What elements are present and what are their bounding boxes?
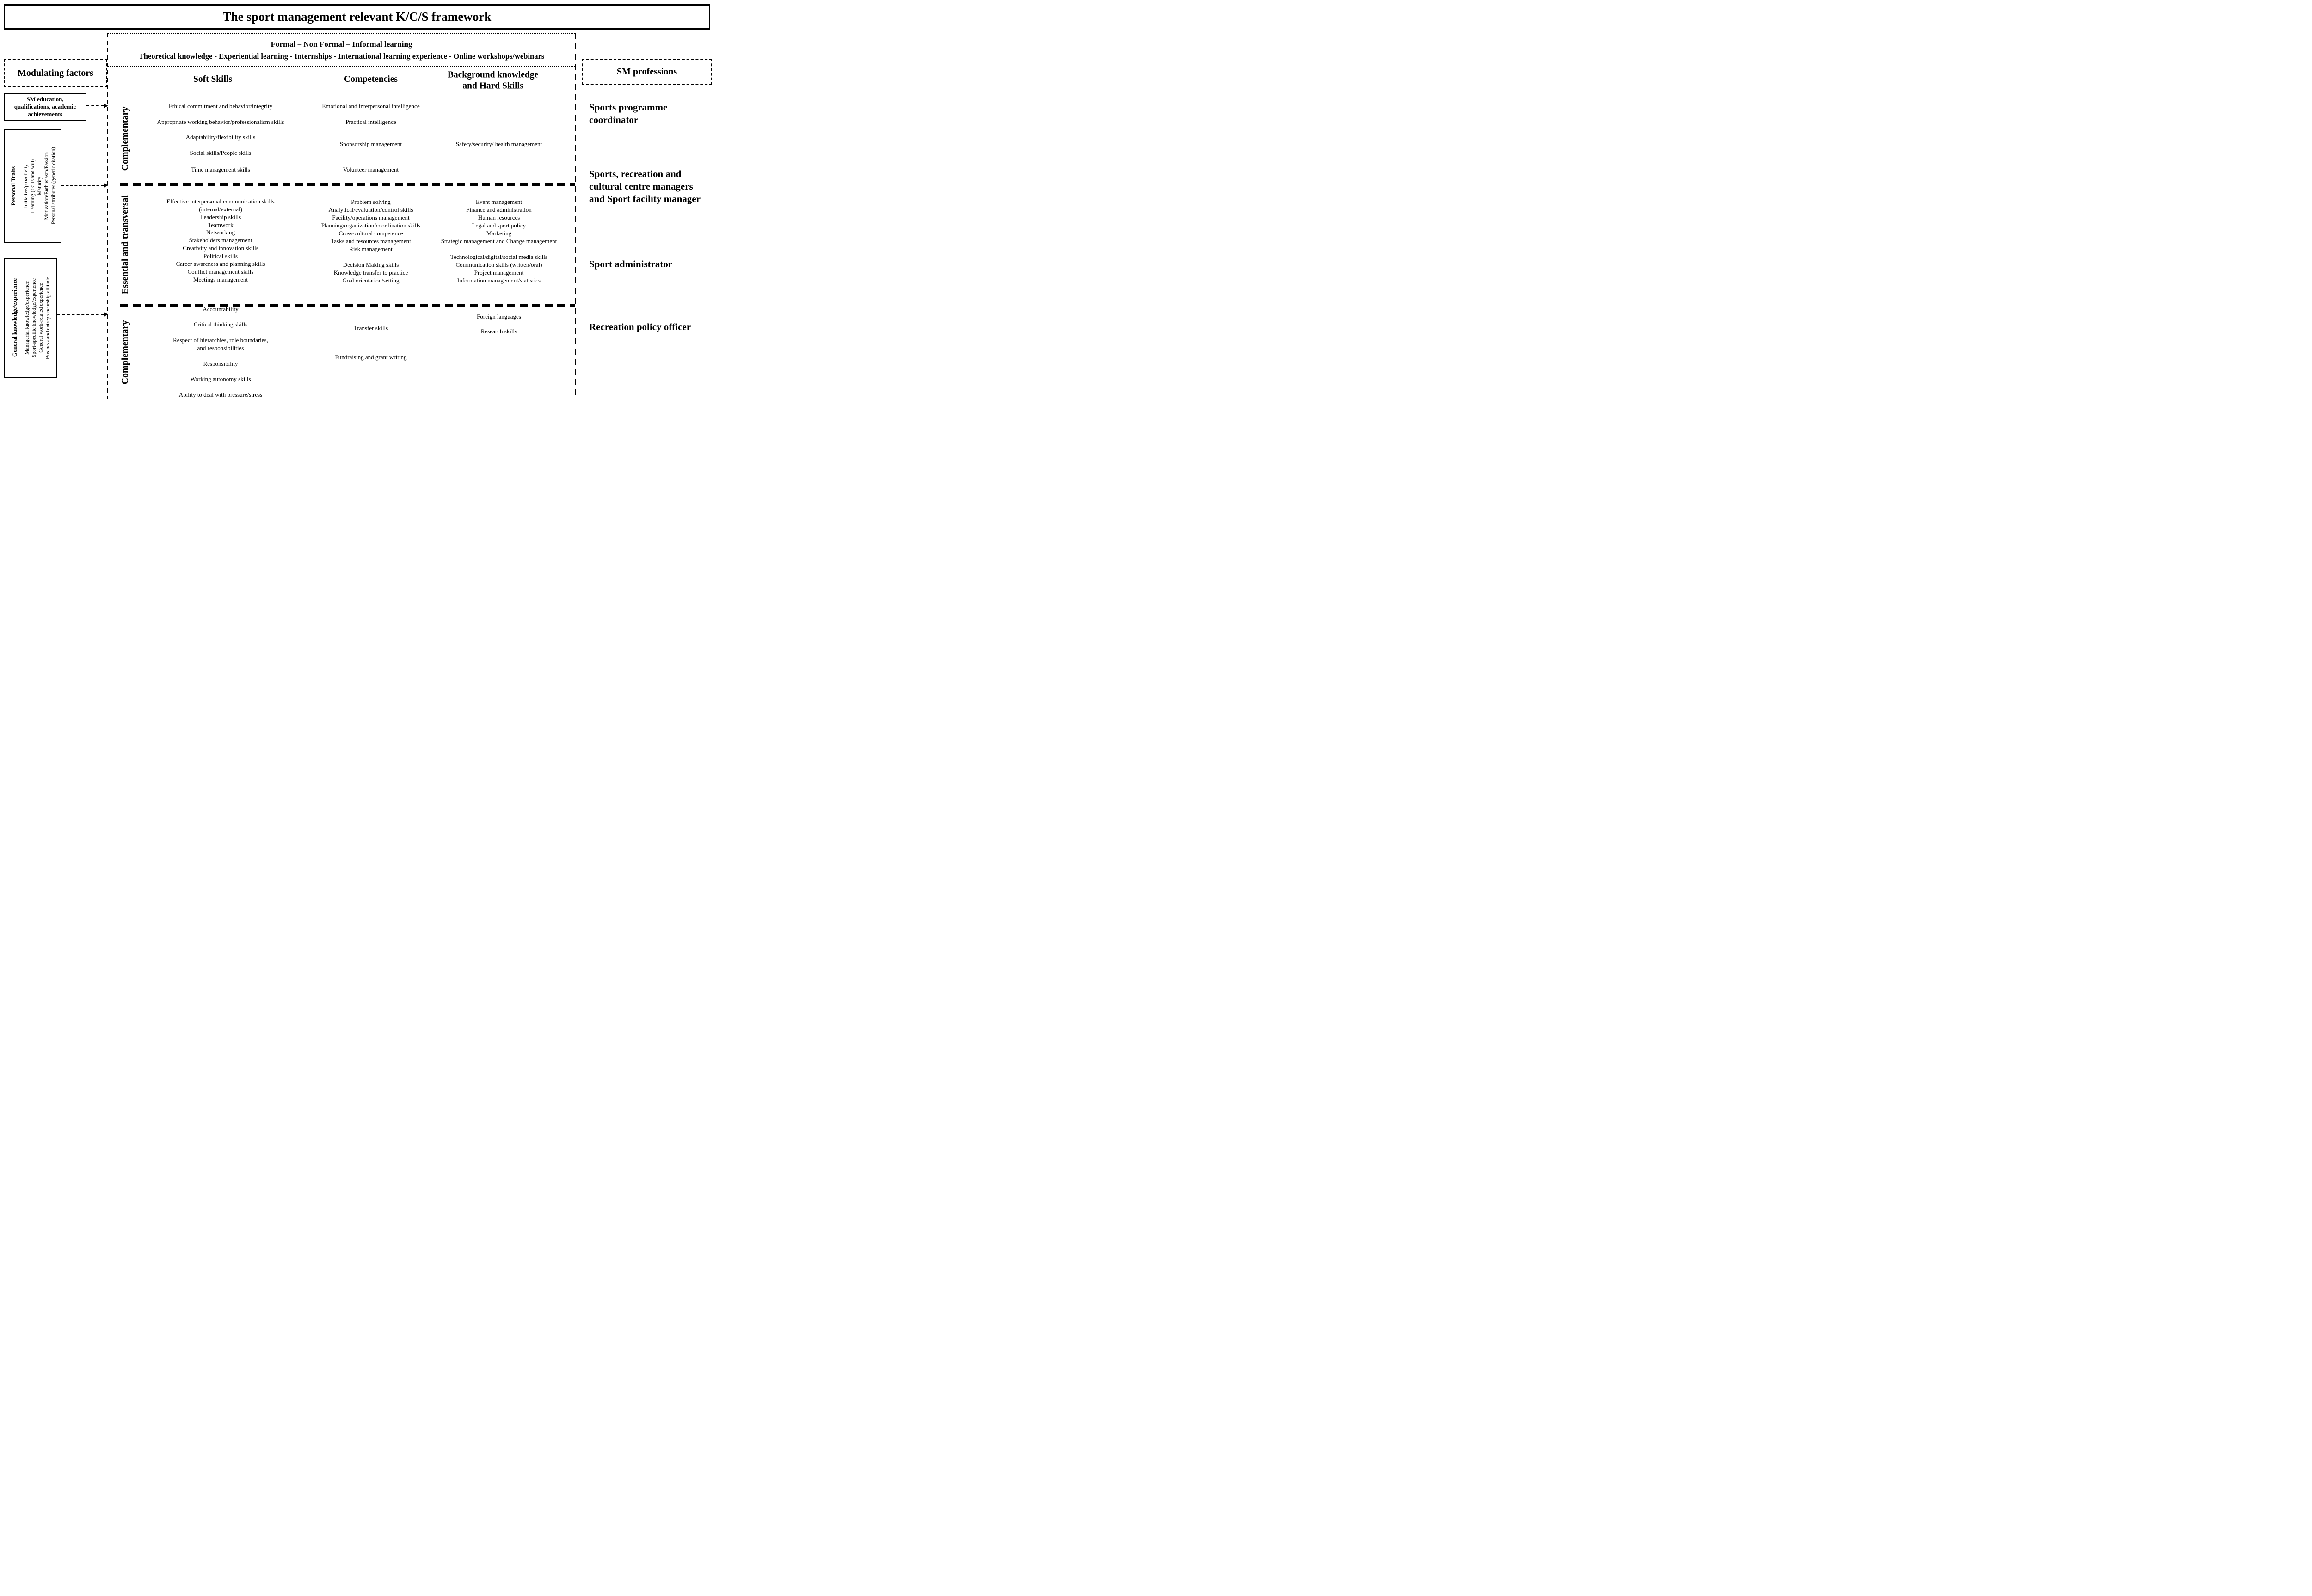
competency-item: Goal orientation/setting (342, 277, 400, 284)
background-item: Safety/security/ health management (455, 141, 542, 147)
general-knowledge-item: General work-related experience (38, 283, 44, 353)
competency-item: Fundraising and grant writing (335, 354, 407, 361)
skill-item: Social skills/People skills (190, 149, 252, 156)
page-title: The sport management relevant K/C/S fram… (222, 10, 492, 24)
background-item: Strategic management and Change manageme… (441, 238, 557, 245)
skill-item: Effective interpersonal communication sk… (166, 198, 275, 205)
background-item: Foreign languages (477, 313, 521, 320)
skill-item: Working autonomy skills (190, 375, 251, 382)
learning-bar-bottom-border (108, 66, 575, 67)
section-label-essential-transversal: Essential and transversal (120, 195, 130, 295)
general-knowledge-box: General knowledge/experience Managerial … (4, 258, 57, 378)
competency-item: Practical intelligence (345, 118, 396, 125)
skill-item: Appropriate working behavior/professiona… (157, 118, 284, 125)
competency-item: Cross-cultural competence (338, 230, 403, 237)
kcs-framework-diagram: The sport management relevant K/C/S fram… (0, 0, 719, 399)
sm-education-label: SM education, qualifications, academic a… (14, 95, 76, 118)
personal-trait-item: Learning (skills and will) (30, 159, 36, 213)
skill-item: Responsibility (203, 360, 238, 367)
skill-item: Networking (206, 229, 235, 236)
sm-professions-label: SM professions (616, 67, 677, 77)
learning-pathways-line1: Formal – Non Formal – Informal learning (271, 40, 412, 49)
general-knowledge-title: General knowledge/experience (11, 278, 18, 357)
skill-item: Adaptability/flexibility skills (185, 134, 256, 141)
arrow-general-knowledge-to-framework (57, 312, 108, 317)
competency-item: Risk management (349, 246, 393, 252)
general-knowledge-item: Managerial knowledge/experience (25, 281, 30, 355)
modulating-factors-box: Modulating factors (4, 59, 107, 87)
competency-item: Volunteer management (343, 166, 399, 173)
background-item: Communication skills (written/oral) (455, 261, 542, 268)
skill-item: Career awareness and planning skills (176, 260, 265, 267)
skill-item: Political skills (203, 252, 238, 259)
skill-item: Conflict management skills (187, 268, 254, 275)
personal-trait-item: Motivation/Enthusiasm/Passion (44, 152, 49, 220)
skill-item: and responsibilities (197, 344, 244, 351)
skill-item: Leadership skills (200, 214, 241, 221)
profession-label: Sports, recreation and cultural centre m… (589, 168, 701, 204)
sm-professions-box: SM professions (582, 59, 712, 85)
skill-item: (internal/external) (199, 206, 242, 213)
skill-item: Time management skills (191, 166, 250, 173)
left-boundary-dashed-line (107, 33, 108, 399)
skill-item: Accountability (203, 306, 239, 313)
personal-traits-box: Personal Traits Initiative/proactivity L… (4, 129, 61, 243)
background-item: Event management (476, 198, 522, 205)
skill-item: Stakeholders management (189, 237, 252, 244)
competency-item: Decision Making skills (343, 261, 399, 268)
skill-item: Ethical commitment and behavior/integrit… (168, 103, 273, 110)
learning-bar-top-border (108, 33, 575, 34)
sm-education-box: SM education, qualifications, academic a… (4, 93, 86, 121)
background-item: Project management (474, 269, 524, 276)
skill-item: Meetings management (193, 276, 248, 283)
section-divider-1 (120, 183, 575, 186)
background-item: Finance and administration (466, 206, 532, 213)
background-item: Information management/statistics (457, 277, 541, 284)
skill-item: Teamwork (208, 221, 234, 228)
background-item: Technological/digital/social media skill… (450, 253, 547, 260)
background-item: Human resources (478, 214, 520, 221)
arrow-personal-traits-to-framework (61, 183, 108, 188)
skill-item: Creativity and innovation skills (183, 245, 258, 252)
title-box: The sport management relevant K/C/S fram… (4, 4, 710, 30)
competency-item: Analytical/evaluation/control skills (328, 206, 413, 213)
personal-trait-item: Maturity (37, 176, 43, 196)
competency-item: Knowledge transfer to practice (333, 269, 408, 276)
competency-item: Sponsorship management (340, 141, 402, 147)
section-divider-2 (120, 304, 575, 307)
general-knowledge-item: Business and entrepreneurship attitude (45, 276, 51, 359)
right-boundary-dashed-line (575, 33, 576, 399)
section-label-complementary-top: Complementary (120, 106, 130, 171)
header-background-hard-skills: Background knowledge and Hard Skills (447, 70, 539, 91)
skill-item: Ability to deal with pressure/stress (178, 391, 263, 398)
learning-pathways-line2: Theoretical knowledge - Experiential lea… (138, 52, 545, 61)
personal-trait-item: Initiative/proactivity (23, 164, 29, 208)
competency-item: Emotional and interpersonal intelligence (322, 103, 420, 110)
general-knowledge-item: Sport-specific knowledge/experience (31, 278, 37, 357)
skill-item: Critical thinking skills (193, 321, 248, 328)
personal-trait-item: Personal attributes (generic citation) (51, 147, 56, 225)
competency-item: Tasks and resources management (331, 238, 411, 245)
background-item: Marketing (486, 230, 512, 237)
competency-item: Transfer skills (353, 325, 388, 331)
competency-item: Planning/organization/coordination skill… (321, 222, 421, 229)
section-label-complementary-bottom: Complementary (120, 320, 130, 385)
profession-label: Sports programme coordinator (589, 102, 668, 125)
modulating-factors-label: Modulating factors (18, 68, 93, 78)
competency-item: Problem solving (351, 198, 391, 205)
background-item: Research skills (480, 328, 517, 335)
competency-item: Facility/operations management (332, 214, 410, 221)
skill-item: Respect of hierarchies, role boundaries, (173, 337, 268, 344)
arrow-education-to-framework (86, 104, 108, 108)
personal-traits-title: Personal Traits (10, 166, 17, 206)
profession-label: Recreation policy officer (589, 321, 691, 332)
profession-label: Sport administrator (589, 258, 673, 270)
background-item: Legal and sport policy (472, 222, 526, 229)
header-soft-skills: Soft Skills (193, 74, 232, 84)
header-competencies: Competencies (344, 74, 398, 84)
